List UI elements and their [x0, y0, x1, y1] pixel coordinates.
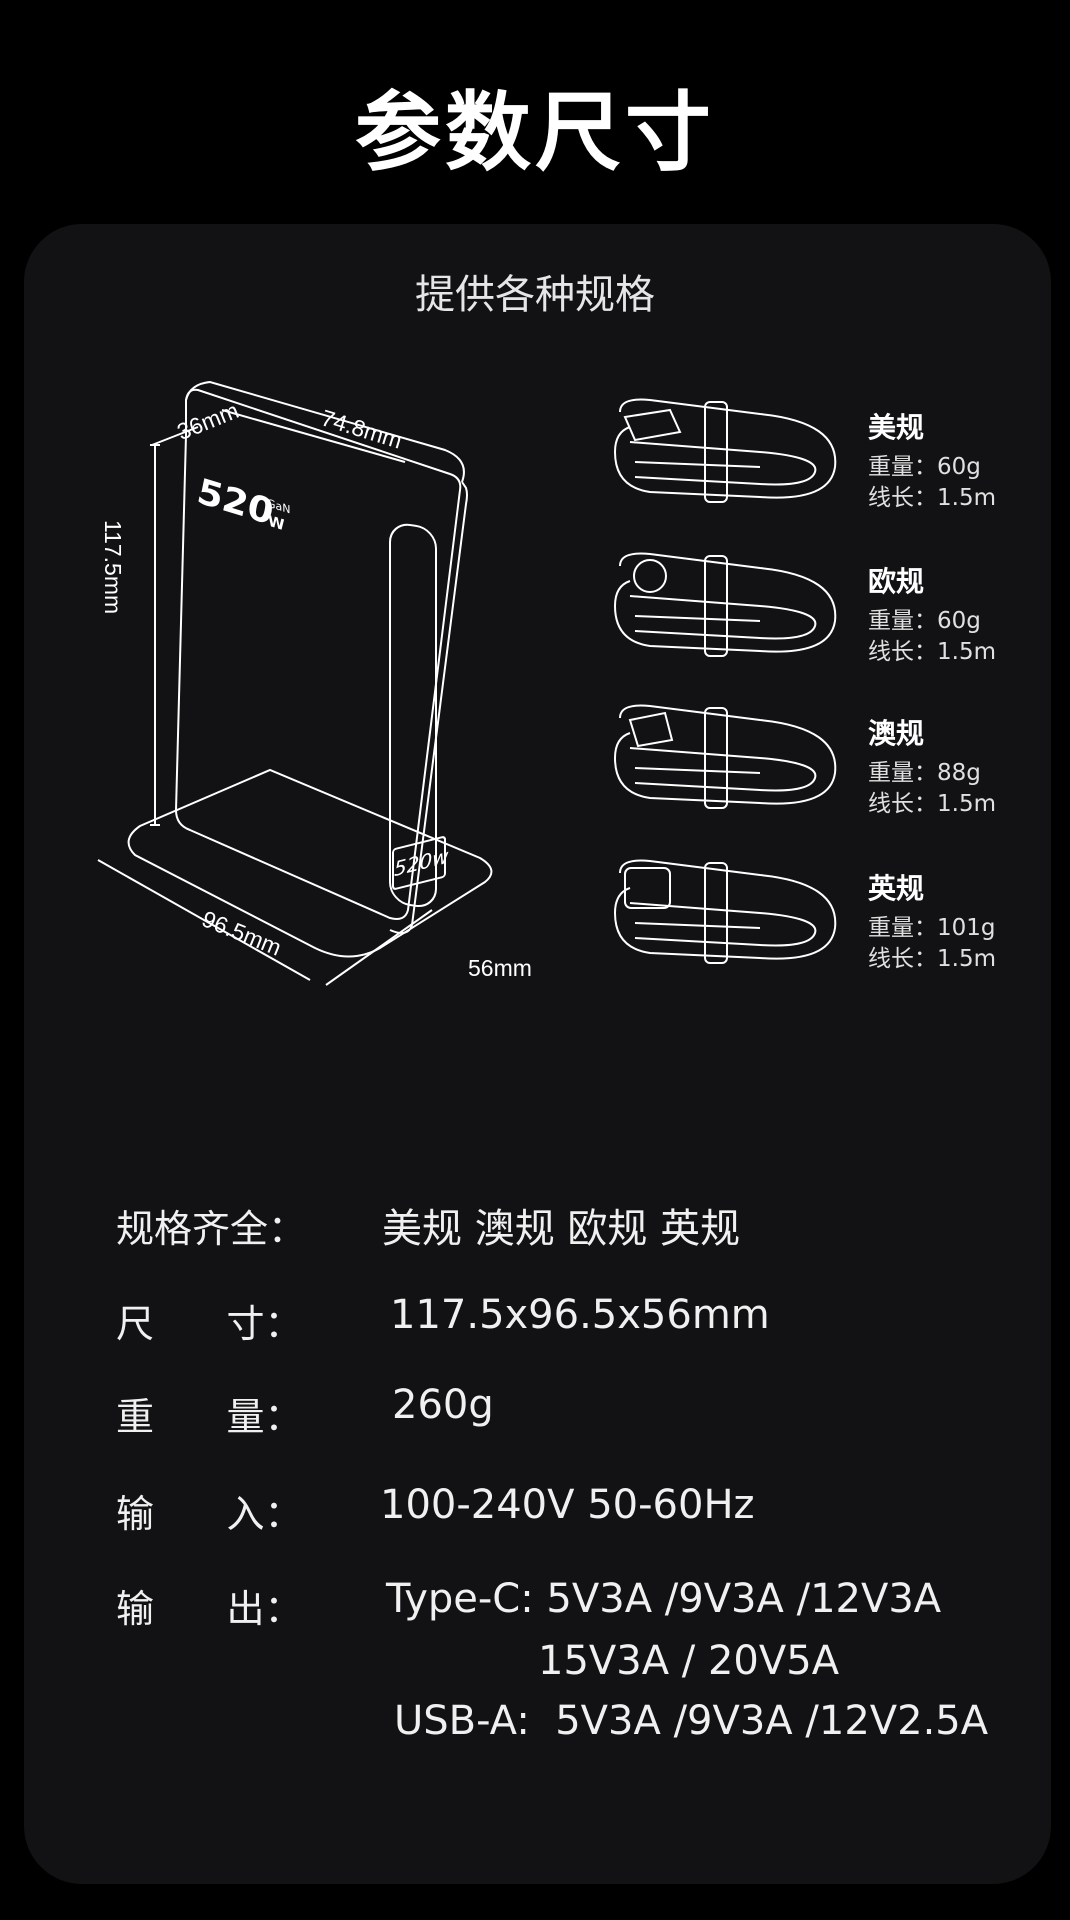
plug-us-name: 美规 [868, 411, 925, 444]
plug-us: 美规 重量：60g 线长：1.5m [610, 392, 1010, 522]
spec-label-input: 输 入： [116, 1492, 303, 1536]
au-cable-icon [613, 704, 837, 809]
spec-panel [24, 224, 1051, 1884]
eu-cable-icon [613, 552, 837, 657]
plug-eu-weight: 重量：60g [868, 608, 981, 634]
body-front [174, 388, 462, 920]
plug-uk: 英规 重量：101g 线长：1.5m [610, 853, 1010, 983]
us-cable-icon [613, 398, 837, 503]
spec-value-output-usba: USB-A: 5V3A /9V3A /12V2.5A [394, 1698, 989, 1744]
page-title: 参数尺寸 [355, 83, 715, 183]
plug-au-weight: 重量：88g [868, 760, 981, 786]
plug-uk-name: 英规 [868, 872, 925, 905]
spec-value-output-typec-cont: 15V3A / 20V5A [538, 1638, 840, 1684]
plug-au: 澳规 重量：88g 线长：1.5m [610, 698, 1010, 828]
base-plate [127, 768, 493, 958]
plug-eu: 欧规 重量：60g 线长：1.5m [610, 546, 1010, 676]
dim-base-width: 56mm [468, 955, 532, 981]
panel-subtitle: 提供各种规格 [415, 272, 655, 318]
plug-eu-length: 线长：1.5m [868, 639, 996, 665]
plug-au-name: 澳规 [868, 717, 925, 750]
plug-uk-weight: 重量：101g [868, 915, 996, 941]
spec-label-standards: 规格齐全： [116, 1207, 307, 1251]
spec-label-weight: 重 量： [116, 1395, 303, 1439]
dim-height: 117.5mm [100, 520, 126, 615]
spec-label-size: 尺 寸： [116, 1302, 303, 1346]
spec-value-standards: 美规 澳规 欧规 英规 [382, 1206, 741, 1252]
plug-eu-name: 欧规 [868, 565, 925, 598]
spec-value-output-typec: Type-C: 5V3A /9V3A /12V3A [386, 1576, 942, 1622]
charger-dimension-drawing: 36mm 74.8mm 117.5mm 96.5mm 56mm 520 GaN … [90, 370, 590, 1020]
port-strip [389, 523, 437, 908]
body-top [185, 380, 465, 483]
plug-us-weight: 重量：60g [868, 454, 981, 480]
plug-us-length: 线长：1.5m [868, 485, 996, 511]
spec-value-weight: 260g [392, 1382, 494, 1428]
plug-uk-length: 线长：1.5m [868, 946, 996, 972]
spec-label-output: 输 出： [116, 1587, 303, 1631]
spec-value-size: 117.5x96.5x56mm [390, 1292, 770, 1338]
uk-cable-icon [613, 859, 837, 964]
plug-au-length: 线长：1.5m [868, 791, 996, 817]
spec-value-input: 100-240V 50-60Hz [380, 1482, 755, 1528]
